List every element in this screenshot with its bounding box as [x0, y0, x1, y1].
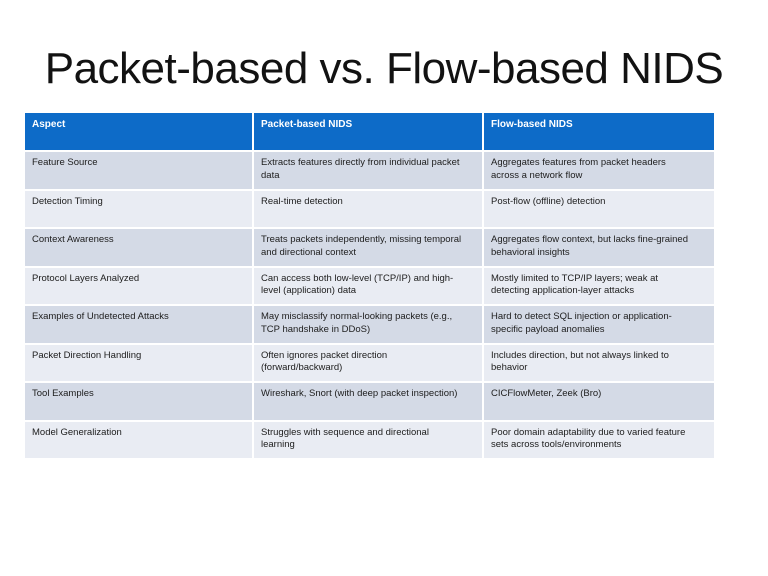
cell-aspect: Protocol Layers Analyzed [25, 267, 254, 306]
cell-flow: Aggregates features from packet headers … [484, 152, 714, 191]
cell-aspect: Model Generalization [25, 421, 254, 460]
cell-flow: Hard to detect SQL injection or applicat… [484, 306, 714, 345]
cell-aspect: Detection Timing [25, 190, 254, 229]
cell-aspect: Feature Source [25, 152, 254, 191]
page-title: Packet-based vs. Flow-based NIDS [44, 44, 724, 93]
cell-packet: May misclassify normal-looking packets (… [254, 306, 484, 345]
header-flow-based: Flow-based NIDS [484, 113, 714, 152]
comparison-table: Aspect Packet-based NIDS Flow-based NIDS… [25, 113, 714, 460]
cell-packet: Treats packets independently, missing te… [254, 229, 484, 268]
cell-aspect: Examples of Undetected Attacks [25, 306, 254, 345]
cell-flow: Aggregates flow context, but lacks fine-… [484, 229, 714, 268]
cell-packet: Real-time detection [254, 190, 484, 229]
cell-flow: Includes direction, but not always linke… [484, 344, 714, 383]
header-aspect: Aspect [25, 113, 254, 152]
cell-packet: Often ignores packet direction (forward/… [254, 344, 484, 383]
cell-flow: CICFlowMeter, Zeek (Bro) [484, 383, 714, 422]
cell-aspect: Packet Direction Handling [25, 344, 254, 383]
cell-packet: Extracts features directly from individu… [254, 152, 484, 191]
table-row: Packet Direction Handling Often ignores … [25, 344, 714, 383]
cell-flow: Poor domain adaptability due to varied f… [484, 421, 714, 460]
cell-packet: Struggles with sequence and directional … [254, 421, 484, 460]
cell-aspect: Context Awareness [25, 229, 254, 268]
table-row: Tool Examples Wireshark, Snort (with dee… [25, 383, 714, 422]
cell-packet: Wireshark, Snort (with deep packet inspe… [254, 383, 484, 422]
table-row: Feature Source Extracts features directl… [25, 152, 714, 191]
cell-packet: Can access both low-level (TCP/IP) and h… [254, 267, 484, 306]
table-row: Context Awareness Treats packets indepen… [25, 229, 714, 268]
cell-flow: Post-flow (offline) detection [484, 190, 714, 229]
table-row: Protocol Layers Analyzed Can access both… [25, 267, 714, 306]
table-row: Examples of Undetected Attacks May miscl… [25, 306, 714, 345]
cell-aspect: Tool Examples [25, 383, 254, 422]
header-packet-based: Packet-based NIDS [254, 113, 484, 152]
cell-flow: Mostly limited to TCP/IP layers; weak at… [484, 267, 714, 306]
table-header-row: Aspect Packet-based NIDS Flow-based NIDS [25, 113, 714, 152]
table-row: Model Generalization Struggles with sequ… [25, 421, 714, 460]
table-row: Detection Timing Real-time detection Pos… [25, 190, 714, 229]
